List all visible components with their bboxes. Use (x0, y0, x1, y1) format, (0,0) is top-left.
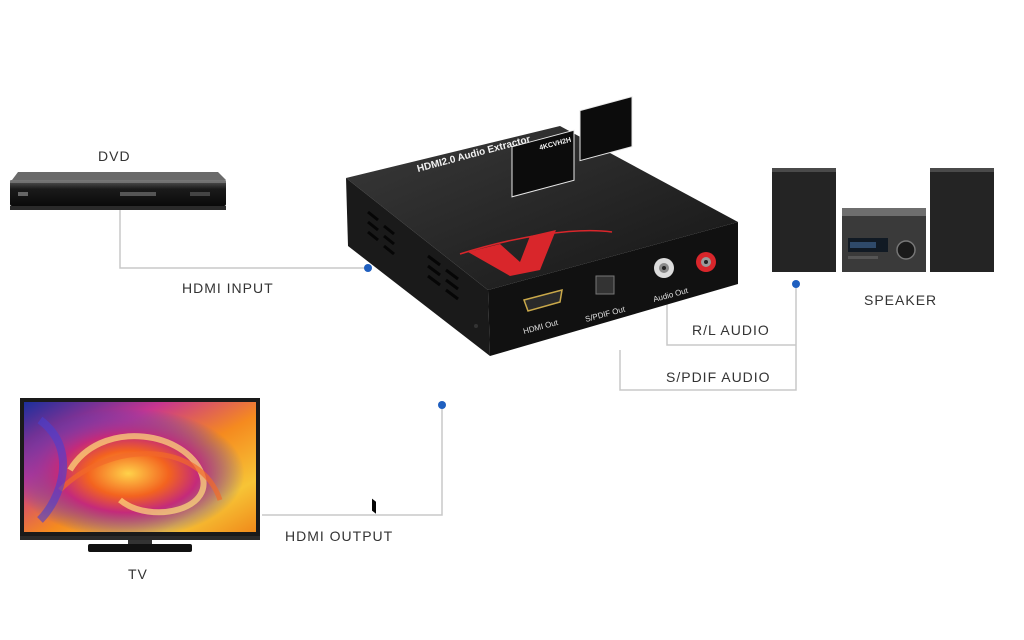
hdmi-output-line (262, 405, 443, 516)
speaker-label: SPEAKER (864, 292, 938, 308)
hdmi-input-label: HDMI INPUT (182, 280, 274, 296)
hdmi-input-dot (364, 264, 372, 272)
tv-icon (20, 398, 260, 552)
tv-label: TV (128, 566, 148, 582)
dvd-player-icon (10, 172, 226, 210)
spdif-audio-label: S/PDIF AUDIO (666, 369, 771, 385)
hdmi-input-line (119, 205, 368, 269)
hdmi-output-label: HDMI OUTPUT (285, 528, 394, 544)
speaker-system-icon (772, 168, 994, 272)
speaker-input-dot (792, 280, 800, 288)
spdif-audio-line (619, 284, 797, 391)
rl-audio-label: R/L AUDIO (692, 322, 770, 338)
dvd-label: DVD (98, 148, 131, 164)
audio-extractor-icon: HDMI2.0 Audio Extractor 4KCVH2H HDMI Out… (346, 96, 738, 514)
hdmi-output-dot (438, 401, 446, 409)
rl-audio-line (666, 300, 796, 346)
